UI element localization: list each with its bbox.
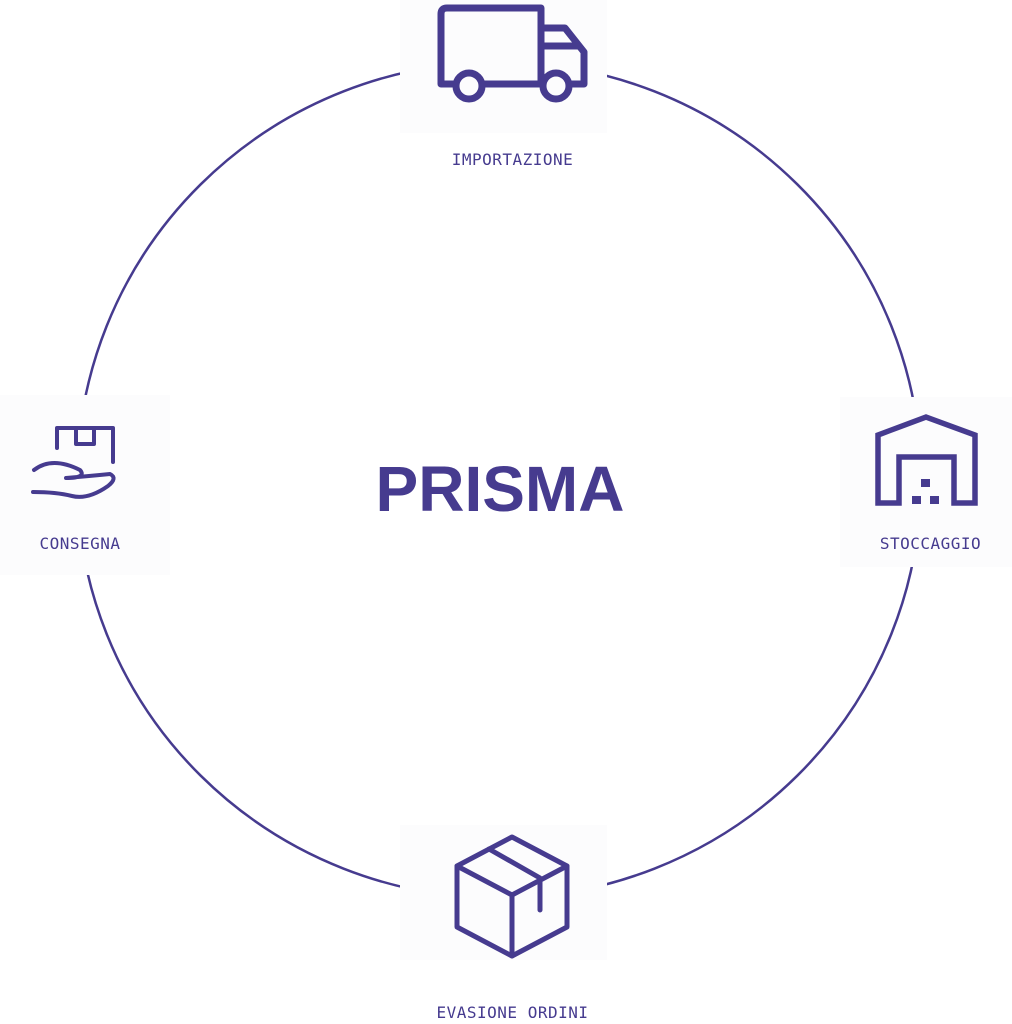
diagram-title: PRISMA <box>375 453 625 525</box>
label-evasione-ordini: EVASIONE ORDINI <box>436 1003 589 1022</box>
label-importazione: IMPORTAZIONE <box>451 150 574 169</box>
label-consegna: CONSEGNA <box>39 534 121 553</box>
node-importazione <box>400 0 607 133</box>
node-evasione-ordini <box>400 825 607 960</box>
label-stoccaggio: STOCCAGGIO <box>879 534 982 553</box>
